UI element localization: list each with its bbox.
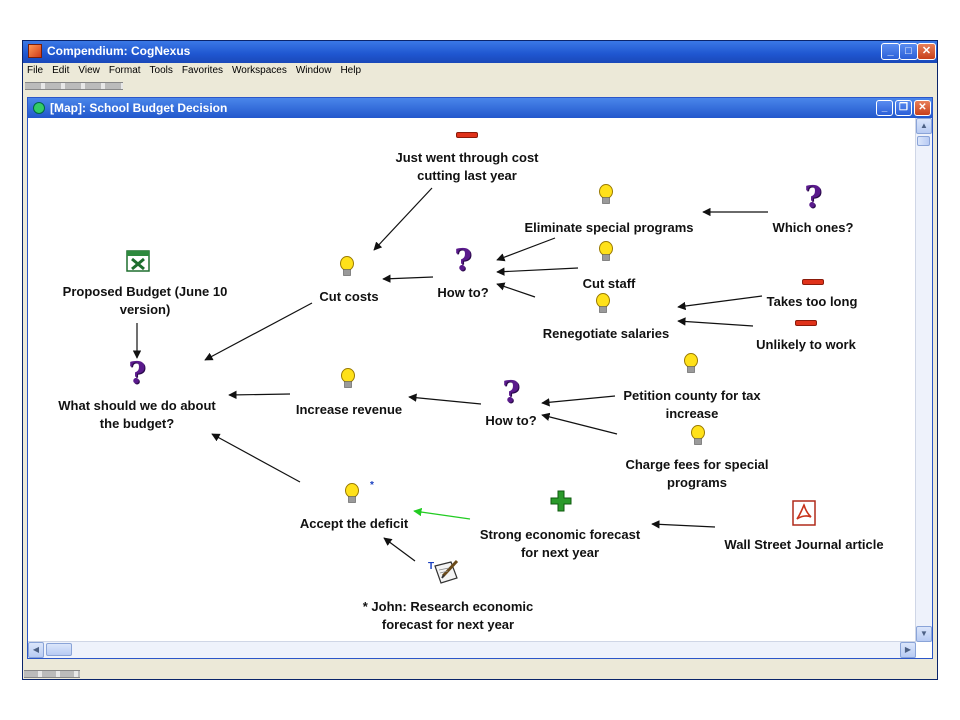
status-strip	[24, 670, 80, 678]
link-eliminate-howto[interactable]	[496, 237, 556, 262]
scroll-up-button[interactable]: ▲	[916, 118, 932, 134]
node-eliminate-special-programs[interactable]: Eliminate special programs	[524, 220, 694, 235]
menu-bar: File Edit View Format Tools Favorites Workspac…	[23, 63, 937, 81]
link-wsj-forecast[interactable]	[651, 520, 716, 529]
map-minimize-button[interactable]: _	[876, 100, 893, 116]
node-takes-too-long[interactable]: Takes too long	[766, 294, 858, 309]
map-restore-button[interactable]: ❐	[895, 100, 912, 116]
map-icon	[33, 102, 45, 114]
horizontal-scrollbar[interactable]: ◀ ▶	[28, 641, 916, 658]
node-unlikely-to-work[interactable]: Unlikely to work	[756, 337, 856, 352]
link-takestoolong-renegotiate[interactable]	[677, 295, 763, 311]
link-cutcosts-whatshould[interactable]	[204, 302, 313, 361]
spreadsheet-icon[interactable]	[126, 250, 150, 272]
map-title-bar[interactable]: [Map]: School Budget Decision _ ❐ ✕	[28, 98, 932, 118]
link-howto-cutcosts[interactable]	[382, 274, 434, 283]
menu-favorites[interactable]: Favorites	[181, 65, 224, 76]
menu-workspaces[interactable]: Workspaces	[232, 65, 287, 76]
con-icon[interactable]	[456, 132, 478, 138]
horizontal-scroll-thumb[interactable]	[46, 643, 72, 656]
node-how-to-cut-costs[interactable]: How to?	[437, 285, 489, 300]
link-renegotiate-howto[interactable]	[496, 282, 536, 298]
app-icon	[28, 44, 42, 58]
map-window: [Map]: School Budget Decision _ ❐ ✕ ▲ ▼ …	[27, 97, 933, 659]
link-accept-whatshould[interactable]	[211, 433, 301, 483]
link-cutstaff-howto[interactable]	[496, 267, 579, 276]
question-icon[interactable]: ?	[128, 356, 146, 391]
lightbulb-icon[interactable]	[340, 368, 356, 390]
node-renegotiate-salaries[interactable]: Renegotiate salaries	[542, 326, 670, 341]
node-cut-costs[interactable]: Cut costs	[319, 289, 379, 304]
close-button[interactable]: ✕	[917, 43, 936, 60]
node-how-to-increase-revenue[interactable]: How to?	[485, 413, 537, 428]
map-close-button[interactable]: ✕	[914, 100, 931, 116]
node-accept-the-deficit[interactable]: Accept the deficit	[299, 516, 409, 531]
scroll-down-button[interactable]: ▼	[916, 626, 932, 642]
reference-notes-icon[interactable]	[431, 558, 461, 586]
link-john-accept[interactable]	[383, 537, 416, 562]
link-unlikely-renegotiate[interactable]	[677, 317, 754, 327]
title-bar[interactable]: Compendium: CogNexus _ □ ✕	[23, 41, 937, 63]
question-icon[interactable]: ?	[454, 243, 472, 278]
collapsed-toolbars[interactable]	[25, 82, 123, 90]
vertical-scrollbar[interactable]: ▲ ▼	[915, 118, 932, 642]
vertical-scroll-thumb[interactable]	[917, 136, 930, 146]
node-wall-street-journal-article[interactable]: Wall Street Journal article	[724, 537, 884, 552]
link-petition-howto2[interactable]	[541, 395, 616, 407]
lightbulb-icon[interactable]	[339, 256, 355, 278]
menu-window[interactable]: Window	[295, 65, 332, 76]
map-window-title: [Map]: School Budget Decision	[50, 101, 228, 115]
scroll-right-button[interactable]: ▶	[900, 642, 916, 658]
node-cut-staff[interactable]: Cut staff	[582, 276, 636, 291]
link-forecast-accept[interactable]	[413, 507, 471, 520]
link-howto2-revenue[interactable]	[408, 393, 482, 405]
link-justwent-cutcosts[interactable]	[373, 187, 433, 251]
menu-view[interactable]: View	[78, 65, 100, 76]
window-title: Compendium: CogNexus	[47, 44, 191, 58]
star-badge: *	[370, 480, 374, 491]
question-icon[interactable]: ?	[804, 180, 822, 215]
menu-help[interactable]: Help	[340, 65, 362, 76]
plus-icon[interactable]	[550, 490, 572, 512]
node-which-ones[interactable]: Which ones?	[772, 220, 854, 235]
lightbulb-icon[interactable]	[595, 293, 611, 315]
con-icon[interactable]	[795, 320, 817, 326]
tag-badge: T	[428, 561, 435, 572]
node-increase-revenue[interactable]: Increase revenue	[295, 402, 403, 417]
link-revenue-whatshould[interactable]	[228, 390, 291, 400]
lightbulb-icon[interactable]	[683, 353, 699, 375]
lightbulb-icon[interactable]	[598, 184, 614, 206]
question-icon[interactable]: ?	[502, 375, 520, 410]
menu-file[interactable]: File	[27, 65, 44, 76]
pdf-icon[interactable]	[792, 500, 816, 526]
menu-tools[interactable]: Tools	[149, 65, 173, 76]
con-icon[interactable]	[802, 279, 824, 285]
scroll-left-button[interactable]: ◀	[28, 642, 44, 658]
menu-format[interactable]: Format	[108, 65, 141, 76]
menu-edit[interactable]: Edit	[52, 65, 70, 76]
lightbulb-icon[interactable]	[344, 483, 360, 505]
lightbulb-icon[interactable]	[690, 425, 706, 447]
link-chargefees-howto2[interactable]	[541, 412, 618, 435]
lightbulb-icon[interactable]	[598, 241, 614, 263]
